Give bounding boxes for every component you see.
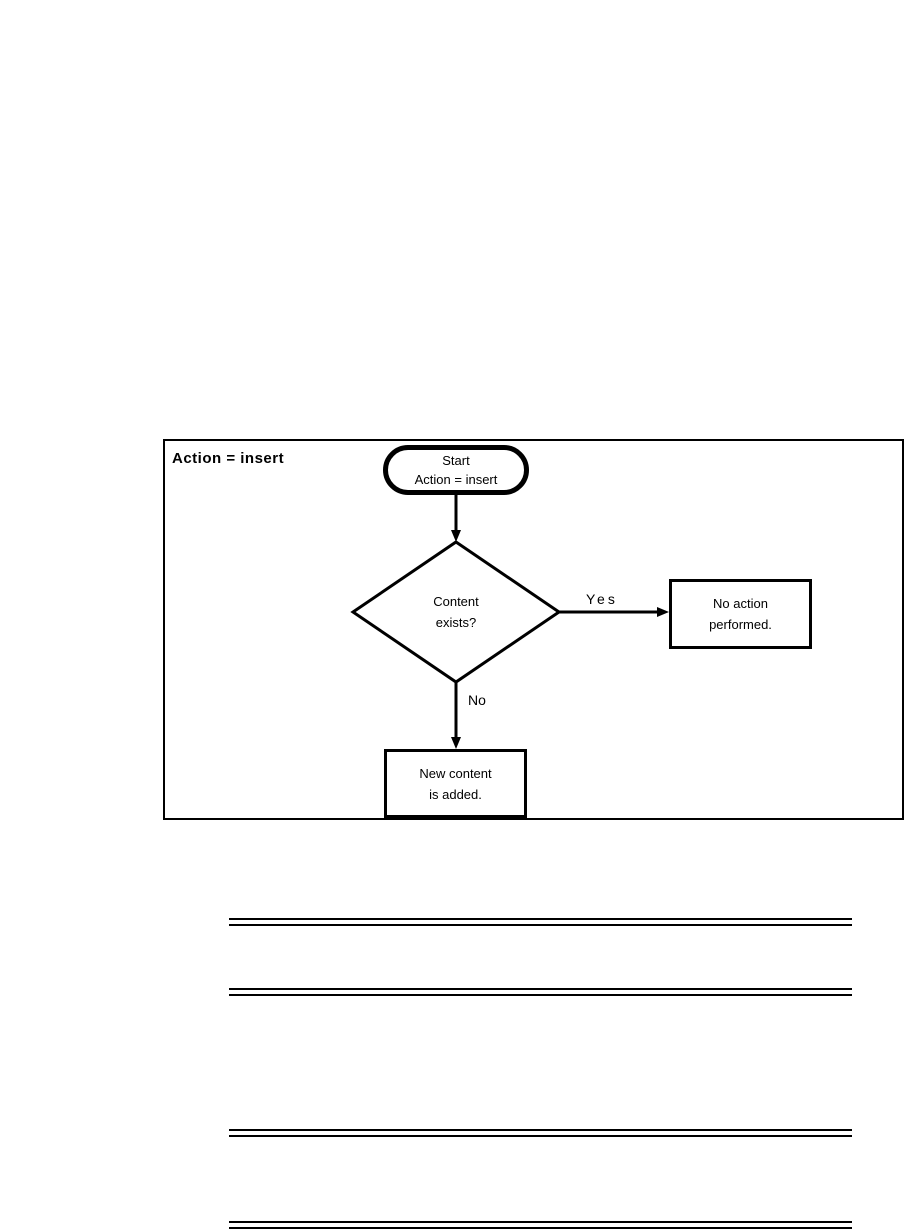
node-decision-shape xyxy=(350,540,562,684)
flowchart-title: Action = insert xyxy=(172,450,285,467)
table-rule xyxy=(229,918,852,926)
edge-label-yes: Yes xyxy=(586,591,618,607)
node-new-content-line2: is added. xyxy=(429,786,482,802)
node-no-action-line2: performed. xyxy=(709,617,772,632)
flowchart-connectors xyxy=(350,490,669,749)
table-rule xyxy=(229,1221,852,1229)
node-start: Start Action = insert xyxy=(383,445,529,495)
edge-label-no: No xyxy=(468,692,486,708)
table-rule xyxy=(229,1129,852,1137)
node-no-action-line1: No action xyxy=(713,596,768,611)
arrowhead-down-icon xyxy=(451,737,461,749)
node-no-action: No action performed. xyxy=(669,579,812,649)
node-start-line2: Action = insert xyxy=(414,472,498,487)
node-start-line1: Start xyxy=(442,453,470,468)
arrowhead-right-icon xyxy=(657,607,669,617)
node-new-content-line1: New content xyxy=(419,765,492,781)
arrowhead-down-icon xyxy=(451,530,461,542)
flowchart-frame: Action = insert Start Action = insert Co… xyxy=(163,439,904,820)
table-rule xyxy=(229,988,852,996)
node-new-content: New content is added. xyxy=(384,749,527,818)
